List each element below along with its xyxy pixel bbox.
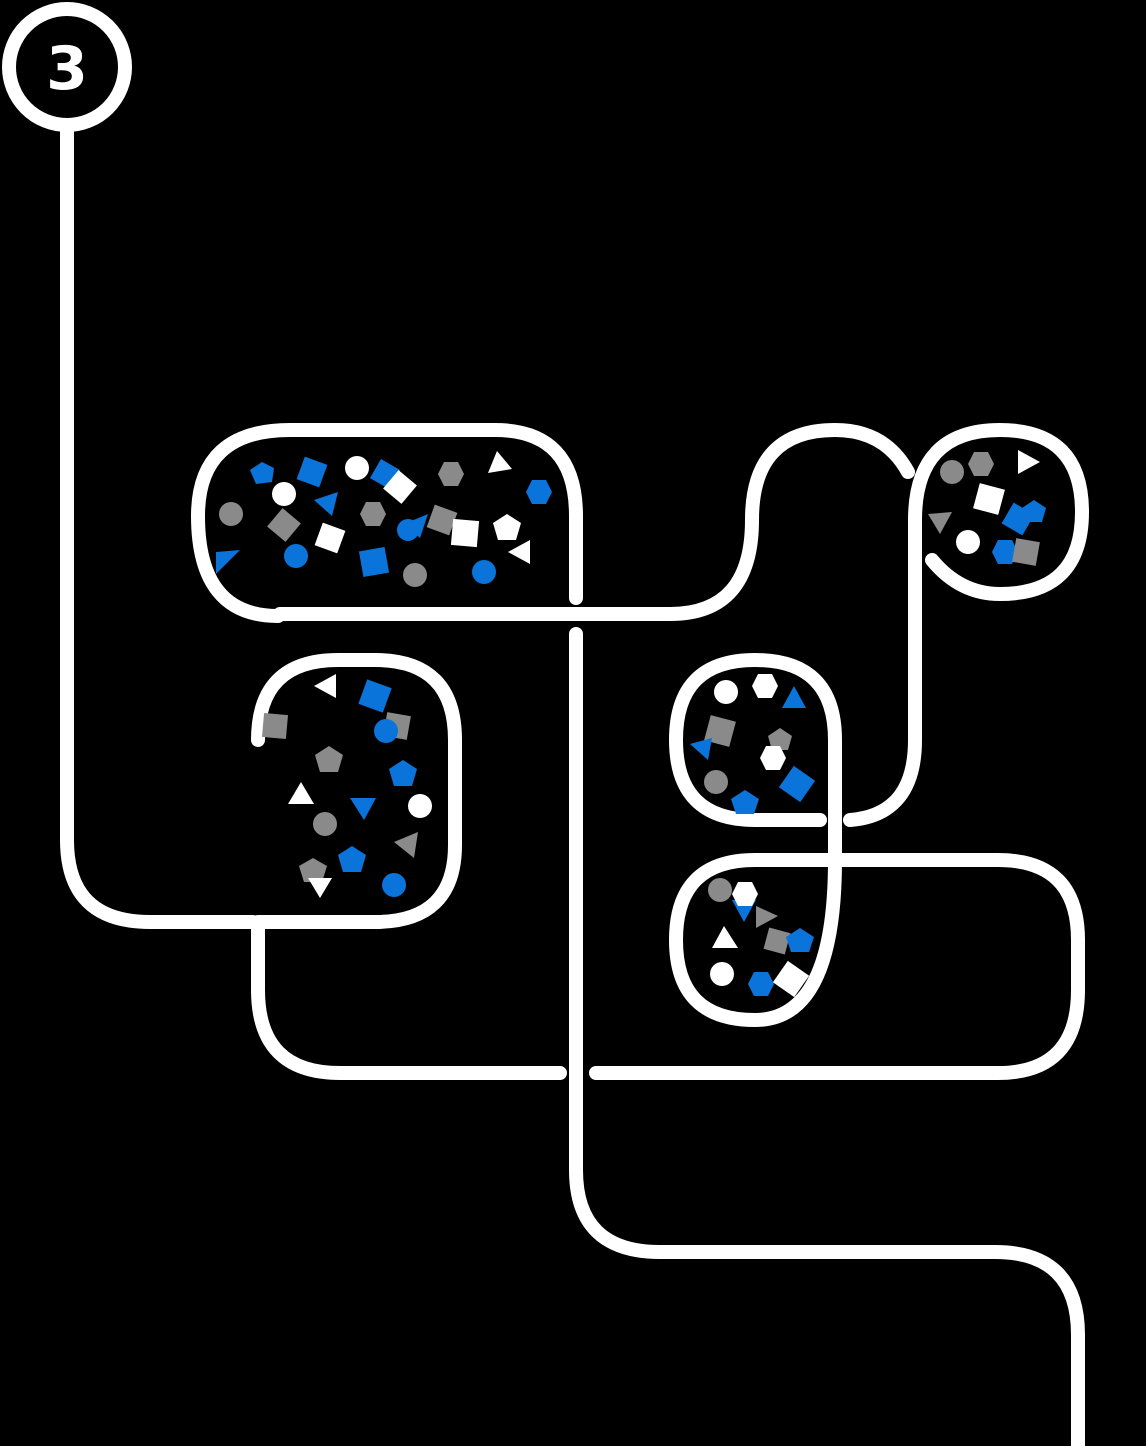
- triangle-particle: [782, 686, 806, 708]
- step-number: 3: [46, 34, 88, 104]
- triangle-particle: [314, 674, 336, 698]
- hexagon-particle: [752, 674, 778, 698]
- square-particle: [383, 470, 417, 504]
- pentagon-particle: [299, 858, 327, 882]
- triangle-particle: [350, 798, 376, 820]
- circle-particle: [397, 519, 419, 541]
- square-particle: [358, 546, 390, 578]
- triangle-particle: [508, 540, 530, 564]
- circle-particle: [313, 812, 337, 836]
- square-particle: [973, 483, 1005, 515]
- chamber-top-right: [843, 423, 1089, 827]
- square-particle: [704, 715, 736, 747]
- hexagon-particle: [992, 540, 1018, 564]
- square-particle: [763, 927, 791, 955]
- circle-particle: [272, 482, 296, 506]
- circle-particle: [374, 719, 398, 743]
- square-particle: [261, 712, 289, 740]
- chamber-middle-left: [251, 653, 567, 1080]
- square-particle: [450, 518, 480, 548]
- pentagon-particle: [1022, 500, 1046, 522]
- triangle-particle: [756, 906, 778, 928]
- triangle-particle: [394, 832, 418, 858]
- triangle-particle: [712, 926, 738, 948]
- paths: [60, 119, 1089, 1446]
- circle-particle: [956, 530, 980, 554]
- circle-particle: [714, 680, 738, 704]
- circle-particle: [472, 560, 496, 584]
- pentagon-particle: [493, 514, 521, 540]
- triangle-particle: [928, 512, 952, 534]
- square-particle: [296, 456, 328, 488]
- pentagon-particle: [389, 760, 417, 786]
- hexagon-particle: [748, 972, 774, 996]
- square-particle: [772, 960, 810, 998]
- square-particle: [778, 765, 816, 803]
- step-marker: 3: [2, 2, 132, 132]
- path-middle-loop: [273, 423, 915, 621]
- triangle-particle: [1018, 450, 1040, 474]
- hexagon-particle: [760, 746, 786, 770]
- circle-particle: [704, 770, 728, 794]
- hexagon-particle: [360, 502, 386, 526]
- triangle-particle: [288, 782, 314, 804]
- pentagon-particle: [731, 790, 759, 814]
- triangle-particle: [308, 878, 332, 898]
- triangle-particle: [216, 550, 240, 574]
- circle-particle: [710, 962, 734, 986]
- hexagon-particle: [438, 462, 464, 486]
- triangle-particle: [314, 492, 338, 516]
- pentagon-particle: [338, 846, 366, 872]
- square-particle: [1012, 538, 1040, 566]
- path-vertical-exit: [569, 627, 1085, 1446]
- square-particle: [426, 504, 458, 536]
- circle-particle: [382, 873, 406, 897]
- triangle-particle: [488, 451, 512, 473]
- circle-particle: [403, 563, 427, 587]
- particles: [216, 450, 1046, 998]
- circle-particle: [284, 544, 308, 568]
- pentagon-particle: [250, 462, 274, 484]
- triangle-particle: [690, 738, 712, 760]
- pentagon-particle: [786, 928, 814, 952]
- square-particle: [267, 508, 301, 542]
- pentagon-particle: [315, 746, 343, 772]
- hexagon-particle: [526, 480, 552, 504]
- hexagon-particle: [968, 452, 994, 476]
- path-step-to-chamber: [60, 119, 260, 929]
- circle-particle: [708, 878, 732, 902]
- pentagon-particle: [768, 728, 792, 750]
- square-particle: [358, 679, 392, 713]
- chamber-middle-right: [589, 653, 1085, 1080]
- square-particle: [314, 522, 346, 554]
- circle-particle: [408, 794, 432, 818]
- circle-particle: [219, 502, 243, 526]
- hexagon-particle: [732, 882, 758, 906]
- circle-particle: [940, 460, 964, 484]
- chamber-top-left: [191, 423, 583, 623]
- circle-particle: [345, 456, 369, 480]
